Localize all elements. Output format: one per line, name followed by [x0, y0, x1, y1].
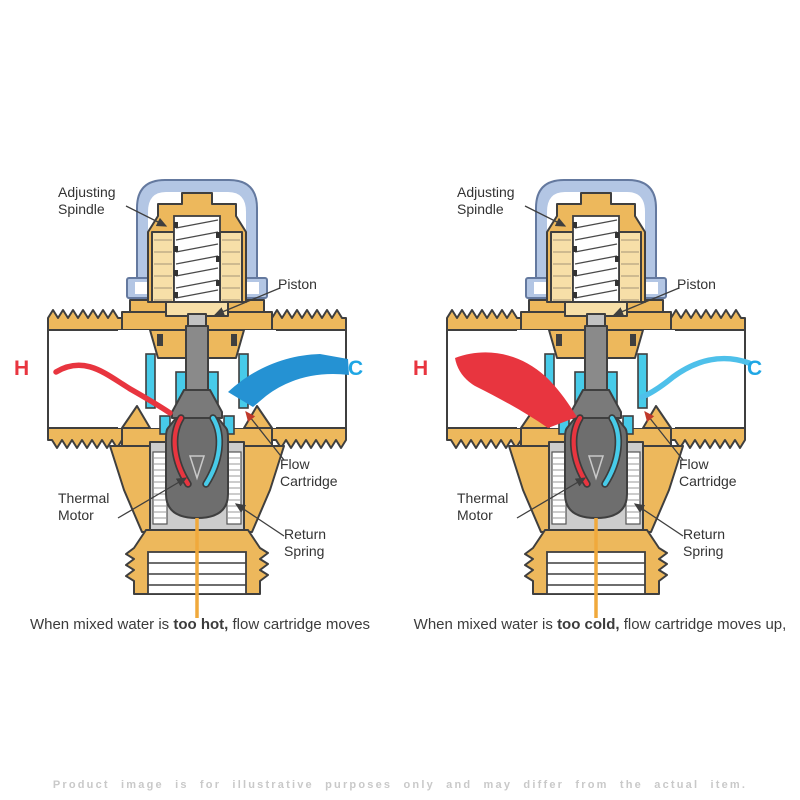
disclaimer-text: Product image is for illustrative purpos… [52, 779, 748, 791]
caption-bold: too cold, [557, 616, 620, 633]
label-thermal-motor: Thermal Motor [58, 490, 110, 524]
label-piston: Piston [278, 276, 317, 292]
label-adjusting-spindle: Adjusting Spindle [457, 184, 515, 218]
caption-prefix: When mixed water is [29, 616, 174, 633]
label-hot-port: H [413, 357, 429, 380]
label-piston: Piston [677, 276, 716, 292]
valve-diagram-too-cold: Adjusting Spindle Piston H C Flow Cartri… [399, 160, 799, 630]
valve-illustration [0, 160, 400, 630]
caption-too-cold: When mixed water is too cold, flow cartr… [400, 616, 800, 633]
label-flow-cartridge: Flow Cartridge [280, 456, 338, 490]
caption-suffix: flow cartridge moves [228, 616, 371, 633]
label-adjusting-spindle: Adjusting Spindle [58, 184, 116, 218]
label-hot-port: H [14, 357, 30, 380]
label-cold-port: C [348, 357, 364, 380]
caption-bold: too hot, [173, 616, 229, 633]
caption-too-hot: When mixed water is too hot, flow cartri… [0, 616, 400, 633]
label-return-spring: Return Spring [683, 526, 726, 560]
label-return-spring: Return Spring [284, 526, 327, 560]
label-flow-cartridge: Flow Cartridge [679, 456, 737, 490]
label-cold-port: C [747, 357, 763, 380]
valve-diagram-too-hot: Adjusting Spindle Piston H C Flow Cartri… [0, 160, 400, 630]
valve-illustration [399, 160, 799, 630]
caption-suffix: flow cartridge moves up, [619, 616, 787, 633]
caption-prefix: When mixed water is [413, 616, 558, 633]
label-thermal-motor: Thermal Motor [457, 490, 509, 524]
